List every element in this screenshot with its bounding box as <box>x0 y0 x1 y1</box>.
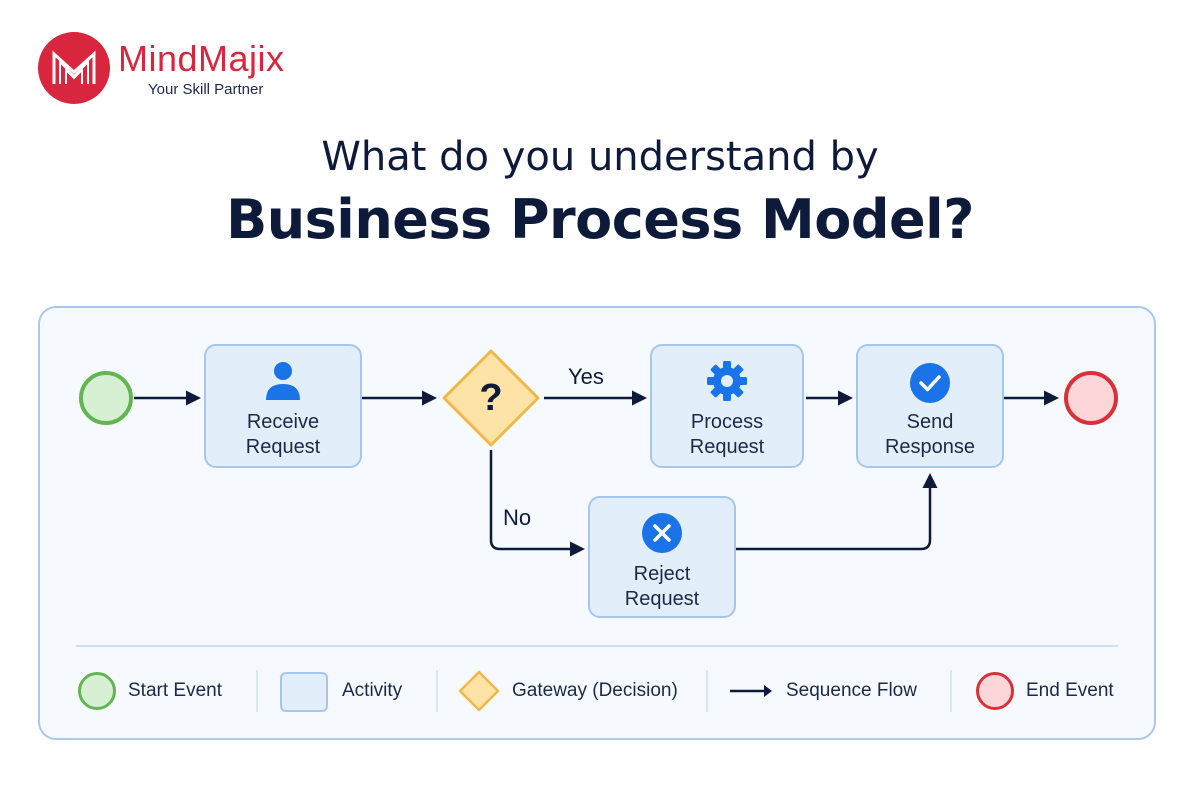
flow-gateway-no <box>489 450 585 557</box>
start-event <box>79 371 133 425</box>
activity-process-request: Process Request <box>650 344 804 468</box>
legend-arrow-icon <box>730 685 772 697</box>
activity-label-line2: Request <box>624 588 700 610</box>
legend-start-circle-icon <box>78 672 116 710</box>
legend-divider <box>76 645 1118 647</box>
activity-label-line2: Request <box>689 436 765 458</box>
edge-label-yes: Yes <box>568 364 604 389</box>
legend-activity: Activity <box>280 670 430 712</box>
user-icon <box>266 362 300 400</box>
legend-separator <box>256 670 258 712</box>
legend-separator <box>706 670 708 712</box>
gear-icon <box>707 361 747 401</box>
legend-label: Start Event <box>128 680 222 701</box>
activity-label-line1: Process <box>690 411 764 433</box>
flow-reject-to-send <box>736 473 938 551</box>
brand-tagline: Your Skill Partner <box>148 81 264 98</box>
activity-label-line2: Response <box>884 436 976 458</box>
legend-start-event: Start Event <box>78 670 248 712</box>
brand: MindMajix Your Skill Partner <box>38 32 338 104</box>
activity-label-line1: Receive <box>246 411 320 433</box>
legend-label: Activity <box>342 680 403 701</box>
brand-name: MindMajix <box>118 38 285 79</box>
legend-separator <box>950 670 952 712</box>
legend-gateway: Gateway (Decision) <box>458 670 698 712</box>
activity-receive-request: Receive Request <box>204 344 362 468</box>
legend-end-event: End Event <box>976 670 1126 712</box>
activity-label-line2: Request <box>245 436 321 458</box>
edge-label-no: No <box>503 505 532 530</box>
page-title-line1: What do you understand by <box>321 134 879 180</box>
legend-label: End Event <box>1026 680 1114 701</box>
check-circle-icon <box>910 363 950 403</box>
legend-separator <box>436 670 438 712</box>
activity-send-response: Send Response <box>856 344 1004 468</box>
gateway-decision: ? <box>441 348 541 448</box>
legend-label: Gateway (Decision) <box>512 680 678 701</box>
legend-gateway-diamond-icon <box>458 670 500 712</box>
gateway-diamond-icon <box>442 349 540 447</box>
gateway-question-mark: ? <box>479 377 503 419</box>
legend-activity-box-icon <box>280 672 328 712</box>
activity-label-line1: Reject <box>633 563 691 585</box>
legend-sequence-flow: Sequence Flow <box>728 670 938 712</box>
x-circle-icon <box>642 513 682 553</box>
mindmajix-logo-icon <box>38 32 110 104</box>
page-title-line2: Business Process Model? <box>226 188 974 251</box>
legend-end-circle-icon <box>976 672 1014 710</box>
activity-label-line1: Send <box>906 411 954 433</box>
activity-reject-request: Reject Request <box>588 496 736 618</box>
legend-label: Sequence Flow <box>786 680 917 701</box>
end-event <box>1064 371 1118 425</box>
